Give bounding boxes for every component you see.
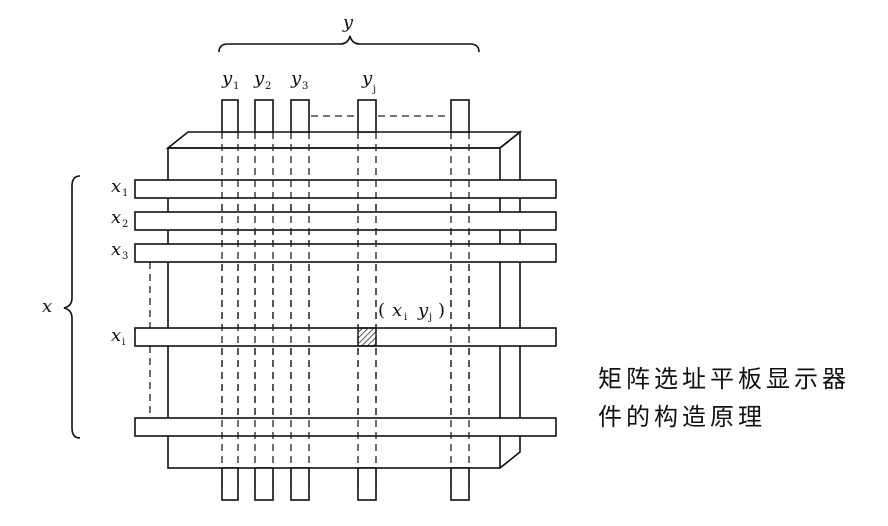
intersection-x: x <box>392 300 402 321</box>
row-electrode-xn <box>134 417 557 437</box>
diagram-caption: 矩阵选址平板显示器 件的构造原理 <box>598 360 878 436</box>
caption-line-2: 件的构造原理 <box>598 403 766 431</box>
intersection-close-paren: ) <box>438 300 445 321</box>
panel-front-face <box>167 147 501 469</box>
y-axis-label: y <box>342 12 354 33</box>
column-electrode-y2-bottom <box>254 467 274 501</box>
column-label-y1: y <box>221 68 233 89</box>
row-label-xi-sub: i <box>122 337 125 348</box>
intersection-y-sub: j <box>428 312 432 323</box>
row-label-x1: x <box>111 176 121 197</box>
panel-right-face <box>499 130 521 469</box>
column-electrode-yn-bottom <box>450 467 470 501</box>
intersection-label: ( x i y j ) <box>378 300 445 323</box>
row-label-xi: x <box>111 325 121 346</box>
row-label-x2-sub: 2 <box>122 219 128 230</box>
intersection-y: y <box>417 300 429 321</box>
x-axis-label: x <box>42 296 52 317</box>
panel-top-face <box>165 131 523 149</box>
column-electrode-y3-bottom <box>290 467 310 501</box>
row-label-x3-sub: 3 <box>122 251 128 262</box>
column-label-y3-sub: 3 <box>302 81 308 92</box>
column-label-yj-sub: j <box>372 84 376 95</box>
column-electrode-yn-top <box>450 99 470 133</box>
column-labels: y 1 y 2 y 3 y j <box>221 68 376 95</box>
column-electrode-y1-top <box>221 99 239 133</box>
row-electrode-x1 <box>134 179 557 199</box>
column-label-y2: y <box>253 68 265 89</box>
caption-line-1: 矩阵选址平板显示器 <box>598 365 850 393</box>
column-label-y1-sub: 1 <box>233 81 239 92</box>
intersection-x-sub: i <box>404 312 407 323</box>
row-electrode-xi <box>134 327 557 347</box>
intersection-pixel <box>357 327 377 347</box>
row-labels: x 1 x 2 x 3 x i <box>111 176 128 348</box>
column-electrode-y2-top <box>254 99 274 133</box>
x-brace <box>63 175 81 439</box>
row-label-x1-sub: 1 <box>122 188 128 199</box>
row-label-x2: x <box>111 207 121 228</box>
column-dashes-over-rows <box>221 180 470 436</box>
column-electrode-y1-bottom <box>221 467 239 501</box>
row-electrode-x3 <box>134 243 557 263</box>
y-brace <box>218 35 480 53</box>
row-label-x3: x <box>111 239 121 260</box>
column-label-y2-sub: 2 <box>265 81 271 92</box>
column-label-y3: y <box>290 68 302 89</box>
row-electrodes <box>134 179 557 437</box>
row-electrode-x2 <box>134 211 557 231</box>
column-label-yj: y <box>361 68 373 89</box>
column-electrodes-top <box>221 99 470 133</box>
column-electrode-y3-top <box>290 99 310 133</box>
column-electrodes-bottom <box>221 467 470 501</box>
column-electrode-yj-bottom <box>357 467 377 501</box>
intersection-open-paren: ( <box>378 300 385 321</box>
column-electrode-yj-top <box>357 99 377 133</box>
